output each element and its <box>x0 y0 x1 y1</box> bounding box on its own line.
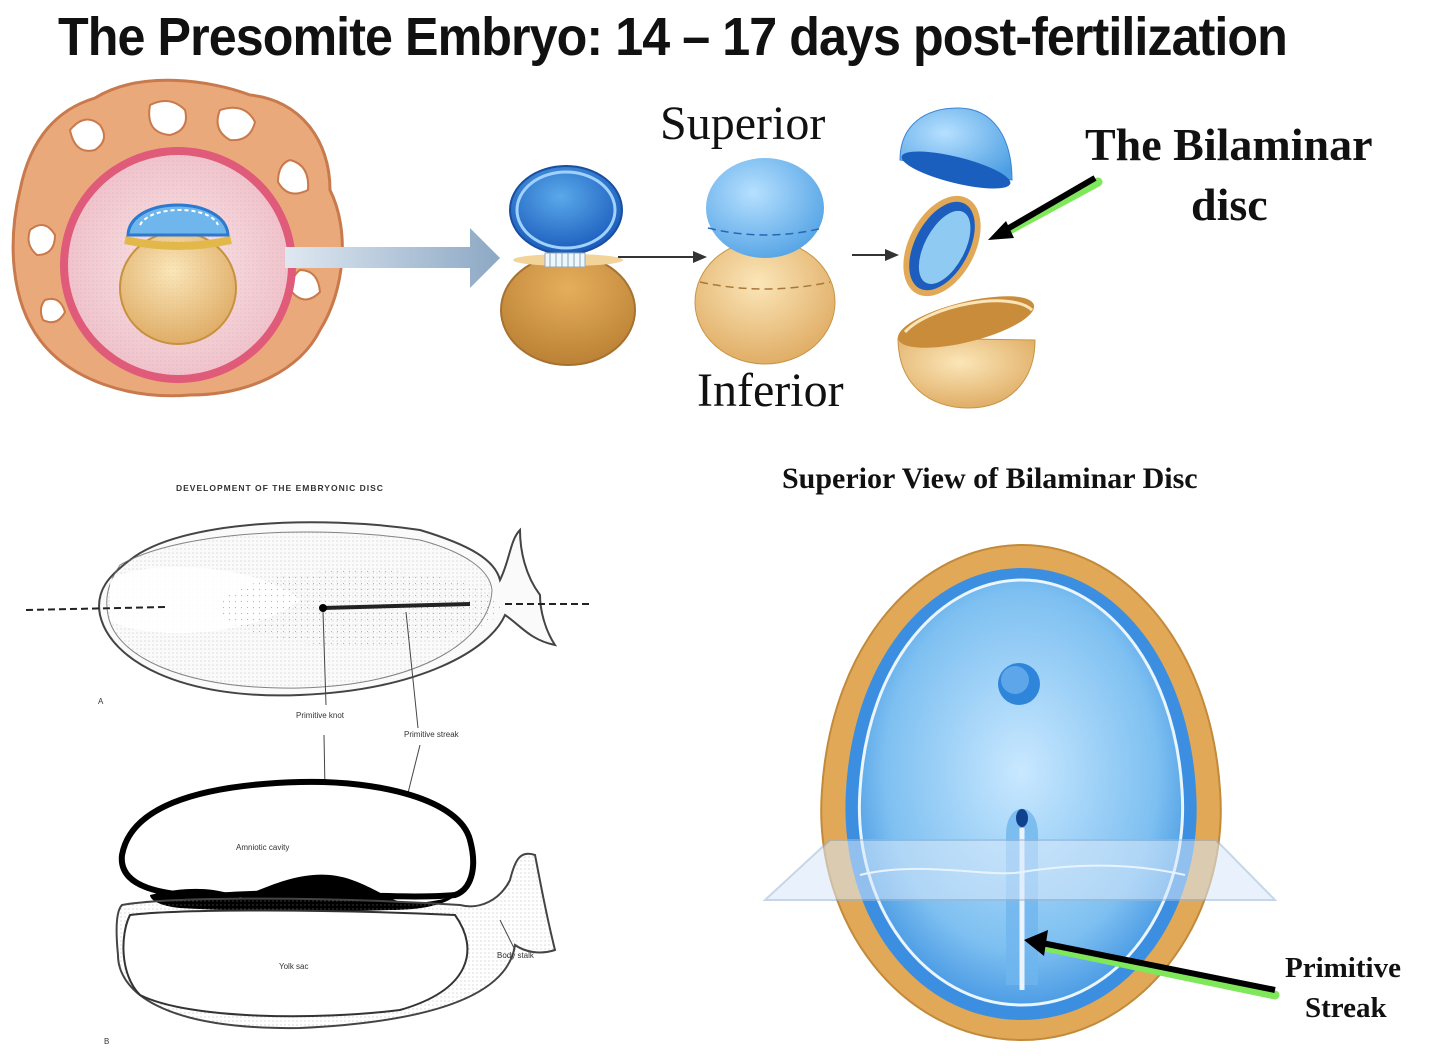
superior-view-illustration <box>762 543 1278 1042</box>
primitive-streak-arrow-glow <box>1035 941 1280 1000</box>
slide-title: The Presomite Embryo: 14 – 17 days post-… <box>58 7 1288 67</box>
cavities-stage-two <box>694 158 836 365</box>
cavities-stage-one <box>500 165 636 366</box>
bilaminar-disc-label-line2: disc <box>1191 179 1268 230</box>
amniotic-cavity-label: Amniotic cavity <box>236 843 290 852</box>
primitive-streak-label-line1: Primitive <box>1285 952 1401 984</box>
bilaminar-arrow <box>1000 175 1097 235</box>
primitive-streak-sketch-label: Primitive streak <box>404 730 459 739</box>
inferior-label: Inferior <box>697 364 844 417</box>
primitive-knot-label: Primitive knot <box>296 711 345 720</box>
sketch-heading: DEVELOPMENT OF THE EMBRYONIC DISC <box>176 483 384 493</box>
yolk-sac-label: Yolk sac <box>279 962 309 971</box>
transition-arrow-large <box>285 228 500 288</box>
superior-label: Superior <box>660 97 826 150</box>
sketch-panel-b <box>115 734 557 1030</box>
primitive-streak-arrow <box>1041 940 1276 993</box>
implanted-blastocyst-illustration <box>11 78 344 398</box>
body-stalk-label: Body stalk <box>497 951 534 960</box>
bilaminar-disc-label-line1: The Bilaminar <box>1085 119 1373 170</box>
cavities-exploded-view <box>897 107 1036 409</box>
panel-b-label: B <box>104 1037 110 1046</box>
sketch-panel-a <box>25 521 590 729</box>
panel-a-label: A <box>98 697 104 706</box>
primitive-streak-label-line2: Streak <box>1305 992 1387 1024</box>
superior-view-heading: Superior View of Bilaminar Disc <box>782 462 1198 495</box>
